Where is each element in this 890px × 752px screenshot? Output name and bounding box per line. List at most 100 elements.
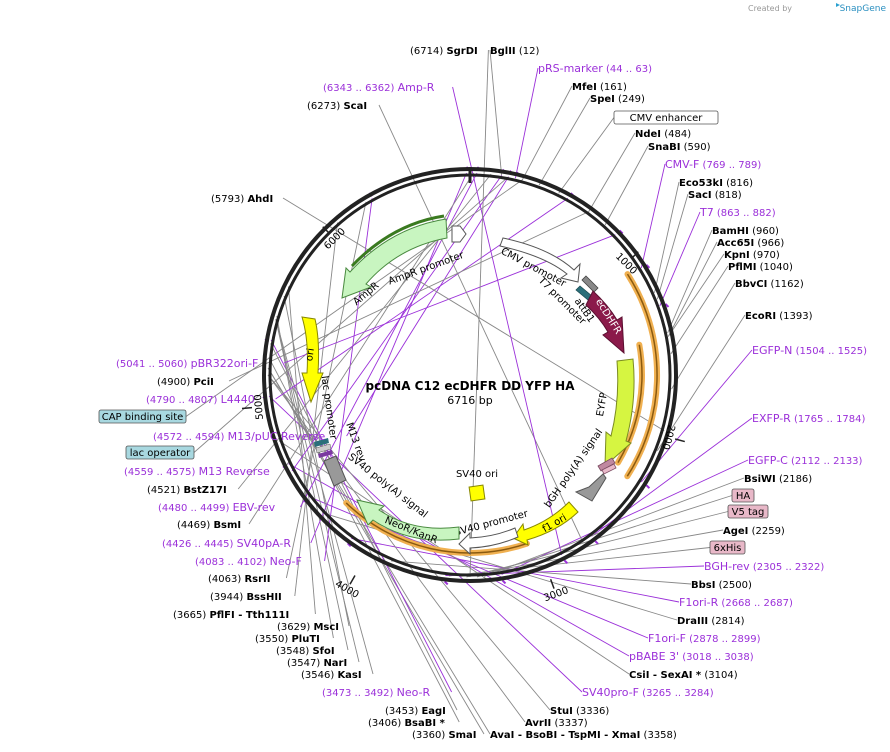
site-name-8: Eco53kI <box>679 178 723 189</box>
neor-kanr-arrow <box>356 499 460 541</box>
eyfp-label: EYFP <box>595 392 610 418</box>
site-label-25: BGH-rev (2305 .. 2322) <box>704 560 824 573</box>
site-name-35: AvaI - BsoBI - TspMI - XmaI <box>490 730 640 741</box>
site-label-15: BbvCI (1162) <box>735 279 804 290</box>
box-21 <box>731 488 755 503</box>
ampr-edge <box>350 214 445 268</box>
site-label-34: AvrII (3337) <box>525 718 588 729</box>
site-label-11: BamHI (960) <box>712 226 779 237</box>
ha-tag-block <box>597 457 616 472</box>
eyfp-arrow <box>604 358 635 468</box>
site-label-45: (3665) PflFI - Tth111I <box>173 610 289 621</box>
leader-54 <box>193 176 509 453</box>
leader-7 <box>640 163 666 269</box>
site-label-13: KpnI (970) <box>724 250 780 261</box>
site-label-42: (3548) SfoI <box>276 646 335 657</box>
site-name-45: PflFI - Tth111I <box>209 610 289 621</box>
leader-4 <box>558 117 615 194</box>
site-pos-43: (3550) <box>255 634 291 645</box>
site-name-30: pBABE 3' <box>629 650 679 663</box>
leader-57 <box>275 197 569 400</box>
site-pos-11: (960) <box>749 226 779 237</box>
leader-55 <box>346 176 509 437</box>
site-pos-34: (3337) <box>551 718 588 729</box>
site-label-20: BsiWI (2186) <box>744 474 812 485</box>
primer-tick-59 <box>618 229 624 235</box>
site-pos-37: (3406) <box>368 718 404 729</box>
site-pos-41: (3547) <box>287 658 323 669</box>
bgh-polya-block <box>574 473 607 502</box>
f1-ori-arrow <box>512 501 579 546</box>
site-label-47: (4063) RsrII <box>208 574 270 585</box>
site-pos-16: (1393) <box>776 311 813 322</box>
box-4 <box>613 110 719 125</box>
site-label-8: Eco53kI (816) <box>679 178 753 189</box>
site-label-53: (4559 .. 4575) M13 Reverse <box>124 465 270 478</box>
site-pos-53: (4559 .. 4575) <box>124 467 199 478</box>
site-label-30: pBABE 3' (3018 .. 3038) <box>629 650 754 663</box>
site-name-7: CMV-F <box>665 158 699 171</box>
site-label-59: (5041 .. 5060) pBR322ori-F <box>116 357 258 370</box>
site-name-59: pBR322ori-F <box>191 357 259 370</box>
site-name-57: L4440 <box>221 393 255 406</box>
primer-tick-10 <box>664 303 670 308</box>
site-pos-20: (2186) <box>776 474 813 485</box>
snapgene-credit: Created by SnapGene <box>748 3 886 14</box>
site-pos-27: (2668 .. 2687) <box>718 598 793 609</box>
site-name-37: BsaBI * <box>404 718 445 729</box>
site-pos-51: (4480 .. 4499) <box>158 503 233 514</box>
site-label-36: (3360) SmaI <box>412 730 477 741</box>
site-name-1: pRS-marker <box>538 62 603 75</box>
site-label-57: (4790 .. 4807) L4440 <box>146 393 255 406</box>
site-name-2: MfeI <box>572 82 597 93</box>
site-label-23: AgeI (2259) <box>723 526 785 537</box>
site-label-50: (4469) BsmI <box>177 520 241 531</box>
box-56 <box>98 409 187 424</box>
site-pos-14: (1040) <box>756 262 793 273</box>
site-name-50: BsmI <box>213 520 241 531</box>
site-pos-1: (44 .. 63) <box>603 64 652 75</box>
primer-tick-27 <box>346 542 352 548</box>
site-label-22: V5 tag <box>732 507 765 518</box>
site-label-49: (4426 .. 4445) SV40pA-R <box>162 537 291 550</box>
site-pos-19: (2112 .. 2133) <box>788 456 863 467</box>
site-pos-26: (2500) <box>715 580 752 591</box>
leader-60 <box>282 197 665 432</box>
site-label-43: (3550) PluTI <box>255 634 320 645</box>
leader-2 <box>521 85 573 181</box>
site-name-61: ScaI <box>343 101 367 112</box>
site-pos-49: (4426 .. 4445) <box>162 539 237 550</box>
site-name-44: MscI <box>313 622 339 633</box>
site-name-9: SacI <box>688 190 712 201</box>
m13-rev-block <box>318 450 333 458</box>
leader-38 <box>270 343 458 711</box>
site-name-5: NdeI <box>635 129 661 140</box>
site-pos-13: (970) <box>750 250 780 261</box>
site-pos-63: (6714) <box>410 46 446 57</box>
site-labels: BglII (12)pRS-marker (44 .. 63)MfeI (161… <box>98 46 867 741</box>
plasmid-size: 6716 bp <box>447 394 492 407</box>
site-pos-7: (769 .. 789) <box>699 160 761 171</box>
site-name-17: EGFP-N <box>752 344 792 357</box>
site-pos-5: (484) <box>661 129 691 140</box>
site-label-10: T7 (863 .. 882) <box>699 206 776 219</box>
site-label-5: NdeI (484) <box>635 129 691 140</box>
primer-tick-7 <box>645 264 651 269</box>
site-label-7: CMV-F (769 .. 789) <box>665 158 761 171</box>
site-name-3: SpeI <box>590 94 615 105</box>
site-name-19: EGFP-C <box>748 454 788 467</box>
site-name-39: Neo-R <box>397 686 431 699</box>
site-pos-23: (2259) <box>748 526 785 537</box>
site-name-49: SV40pA-R <box>237 537 292 550</box>
site-name-6: SnaBI <box>648 142 680 153</box>
site-label-61: (6273) ScaI <box>307 101 367 112</box>
site-pos-58: (4900) <box>157 377 193 388</box>
site-pos-57: (4790 .. 4807) <box>146 395 221 406</box>
leader-53 <box>291 175 502 472</box>
site-name-16: EcoRI <box>745 311 776 322</box>
site-name-63: SgrDI <box>446 46 477 57</box>
site-pos-44: (3629) <box>277 622 313 633</box>
sv40-polya-block <box>323 455 347 487</box>
site-pos-46: (3944) <box>210 592 246 603</box>
